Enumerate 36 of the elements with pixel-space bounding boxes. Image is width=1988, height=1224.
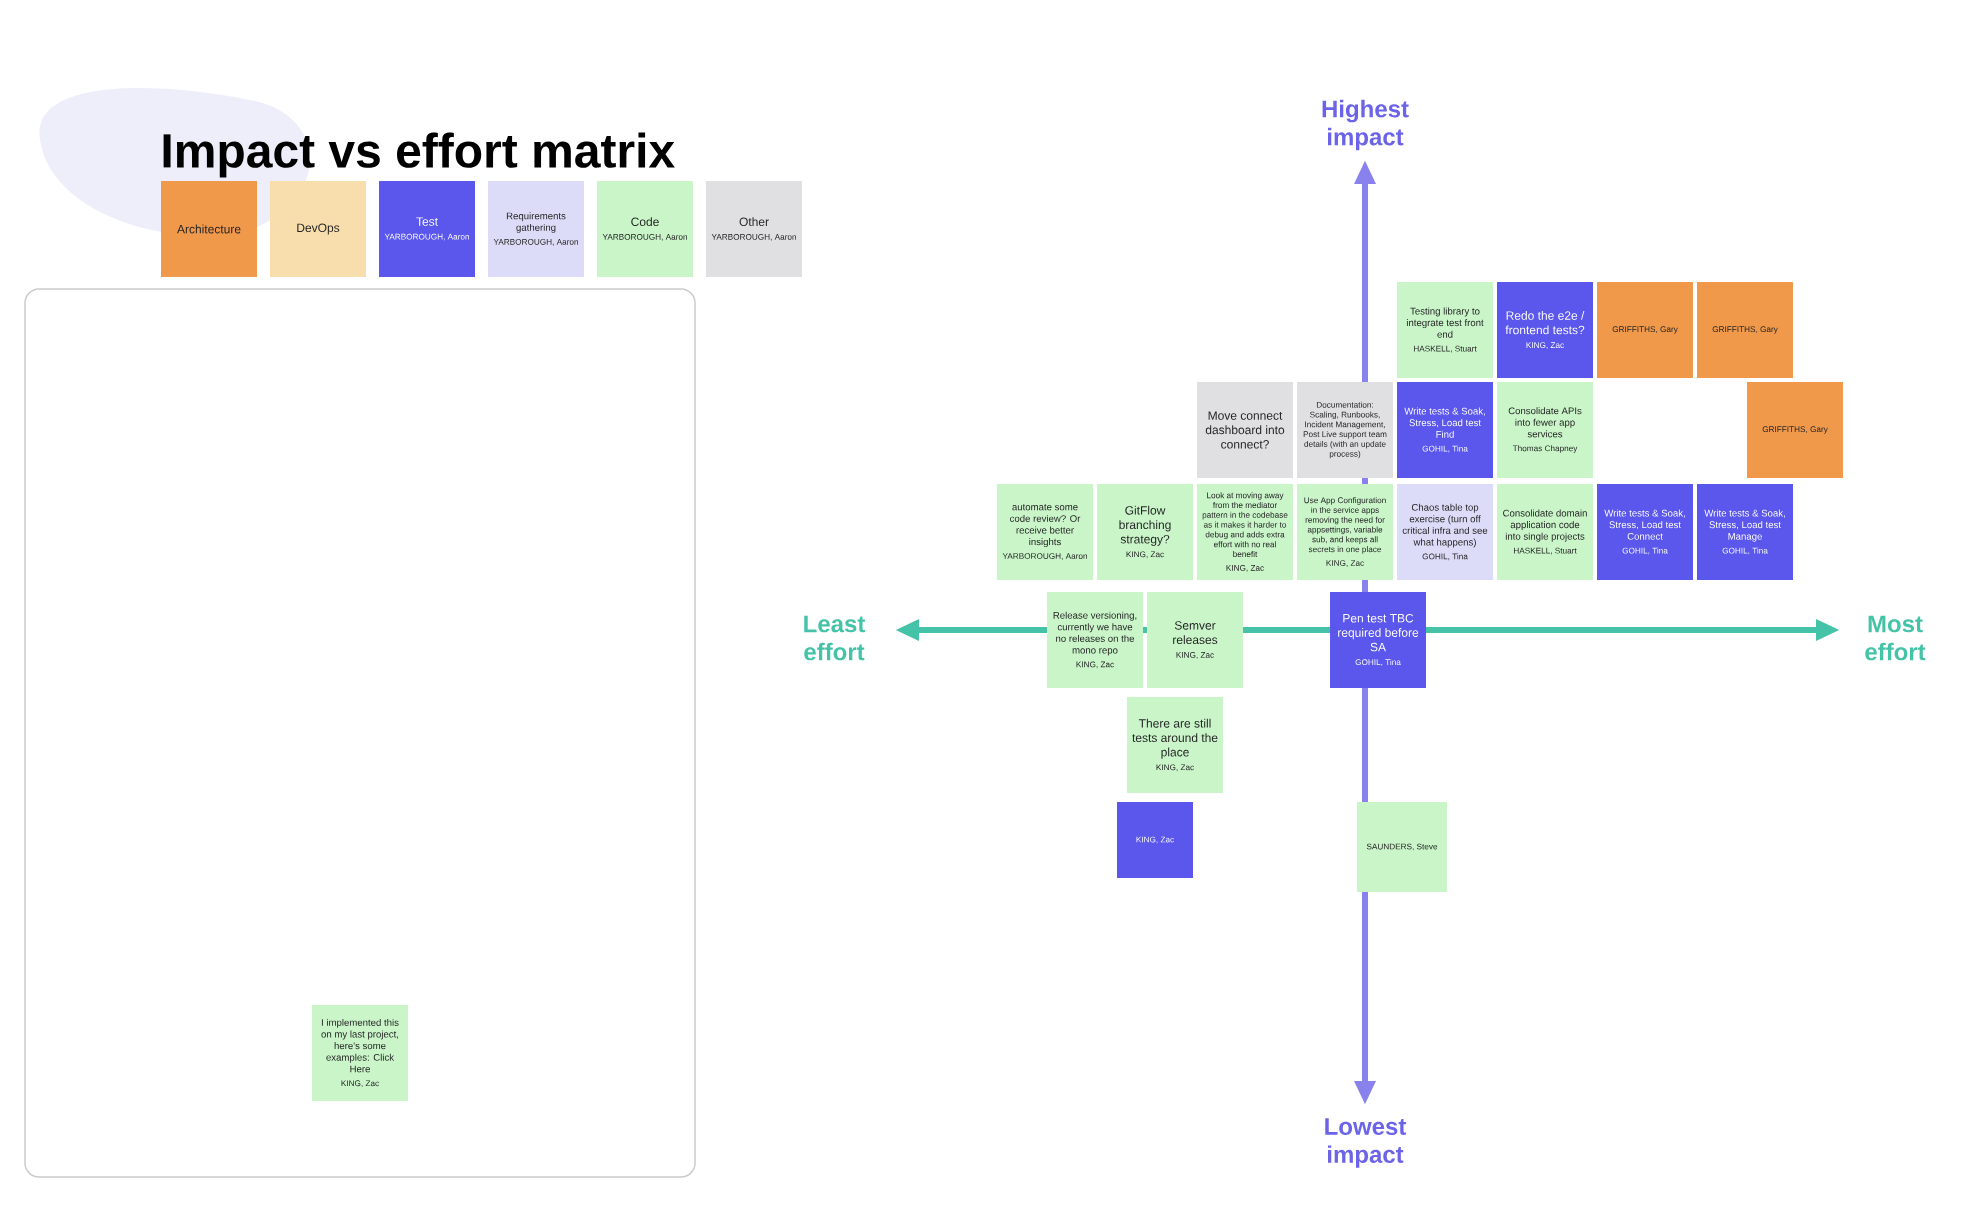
sticky-note: Release versioning, currently we have no releases on the mono repo KING, Zac xyxy=(1047,592,1143,688)
category-note: Requirements gathering YARBOROUGH, Aaron xyxy=(488,181,584,277)
sticky-note: SAUNDERS, Steve xyxy=(1357,802,1447,892)
sticky-note: Chaos table top exercise (turn off critical infra and see what happens) GOHIL, Tina xyxy=(1397,484,1493,580)
sticky-note: Semver releases KING, Zac xyxy=(1147,592,1243,688)
sticky-note: Write tests & Soak, Stress, Load test Find GOHIL, Tina xyxy=(1397,382,1493,478)
category-note: DevOps xyxy=(270,181,366,277)
sticky-note: Consolidate domain application code into single projects HASKELL, Stuart xyxy=(1497,484,1593,580)
sticky-note: Redo the e2e / frontend tests? KING, Zac xyxy=(1497,282,1593,378)
axis-label: Most effort xyxy=(1865,615,1926,661)
sticky-note: GitFlow branching strategy? KING, Zac xyxy=(1097,484,1193,580)
sticky-note: Testing library to integrate test front end HASKELL, Stuart xyxy=(1397,282,1493,378)
axis-label: Highest impact xyxy=(1322,99,1409,151)
sticky-note: Write tests & Soak, Stress, Load test Connect GOHIL, Tina xyxy=(1597,484,1693,580)
sticky-note: GRIFFITHS, Gary xyxy=(1597,282,1693,378)
category-note: Code YARBOROUGH, Aaron xyxy=(597,181,693,277)
category-note: Test YARBOROUGH, Aaron xyxy=(379,181,475,277)
axis-label: Least effort xyxy=(804,615,866,661)
sticky-note: Move connect dashboard into connect? xyxy=(1197,382,1293,478)
sticky-note: GRIFFITHS, Gary xyxy=(1747,382,1843,478)
sticky-note: Documentation: Scaling, Runbooks, Incident Management, Post Live support team details (with an update process) xyxy=(1297,382,1393,478)
sticky-note: Consolidate APIs into fewer app services Thomas Chapney xyxy=(1497,382,1593,478)
title: Impact vs effort matrix xyxy=(163,132,675,178)
sticky-note: KING, Zac xyxy=(1117,802,1193,878)
sticky-note: Pen test TBC required before SA GOHIL, Tina xyxy=(1330,592,1426,688)
panel-frame xyxy=(24,288,696,1178)
sticky-note: Look at moving away from the mediator pattern in the codebase as it makes it harder to debug and adds extra effort with no real benefit KING, Zac xyxy=(1197,484,1293,580)
sticky-note: GRIFFITHS, Gary xyxy=(1697,282,1793,378)
sticky-note: Use App Configuration in the service apps removing the need for appsettings, variable sub, and keeps all secrets in one place KING, Zac xyxy=(1297,484,1393,580)
category-note: Architecture xyxy=(161,181,257,277)
sticky-note: I implemented this on my last project, here's some examples: Click Here KING, Zac xyxy=(312,1005,408,1101)
sticky-note: Write tests & Soak, Stress, Load test Manage GOHIL, Tina xyxy=(1697,484,1793,580)
category-note: Other YARBOROUGH, Aaron xyxy=(706,181,802,277)
sticky-note: automate some code review? Or receive better insights YARBOROUGH, Aaron xyxy=(997,484,1093,580)
axis-label: Lowest impact xyxy=(1325,1118,1407,1168)
sticky-note: There are still tests around the place KING, Zac xyxy=(1127,697,1223,793)
